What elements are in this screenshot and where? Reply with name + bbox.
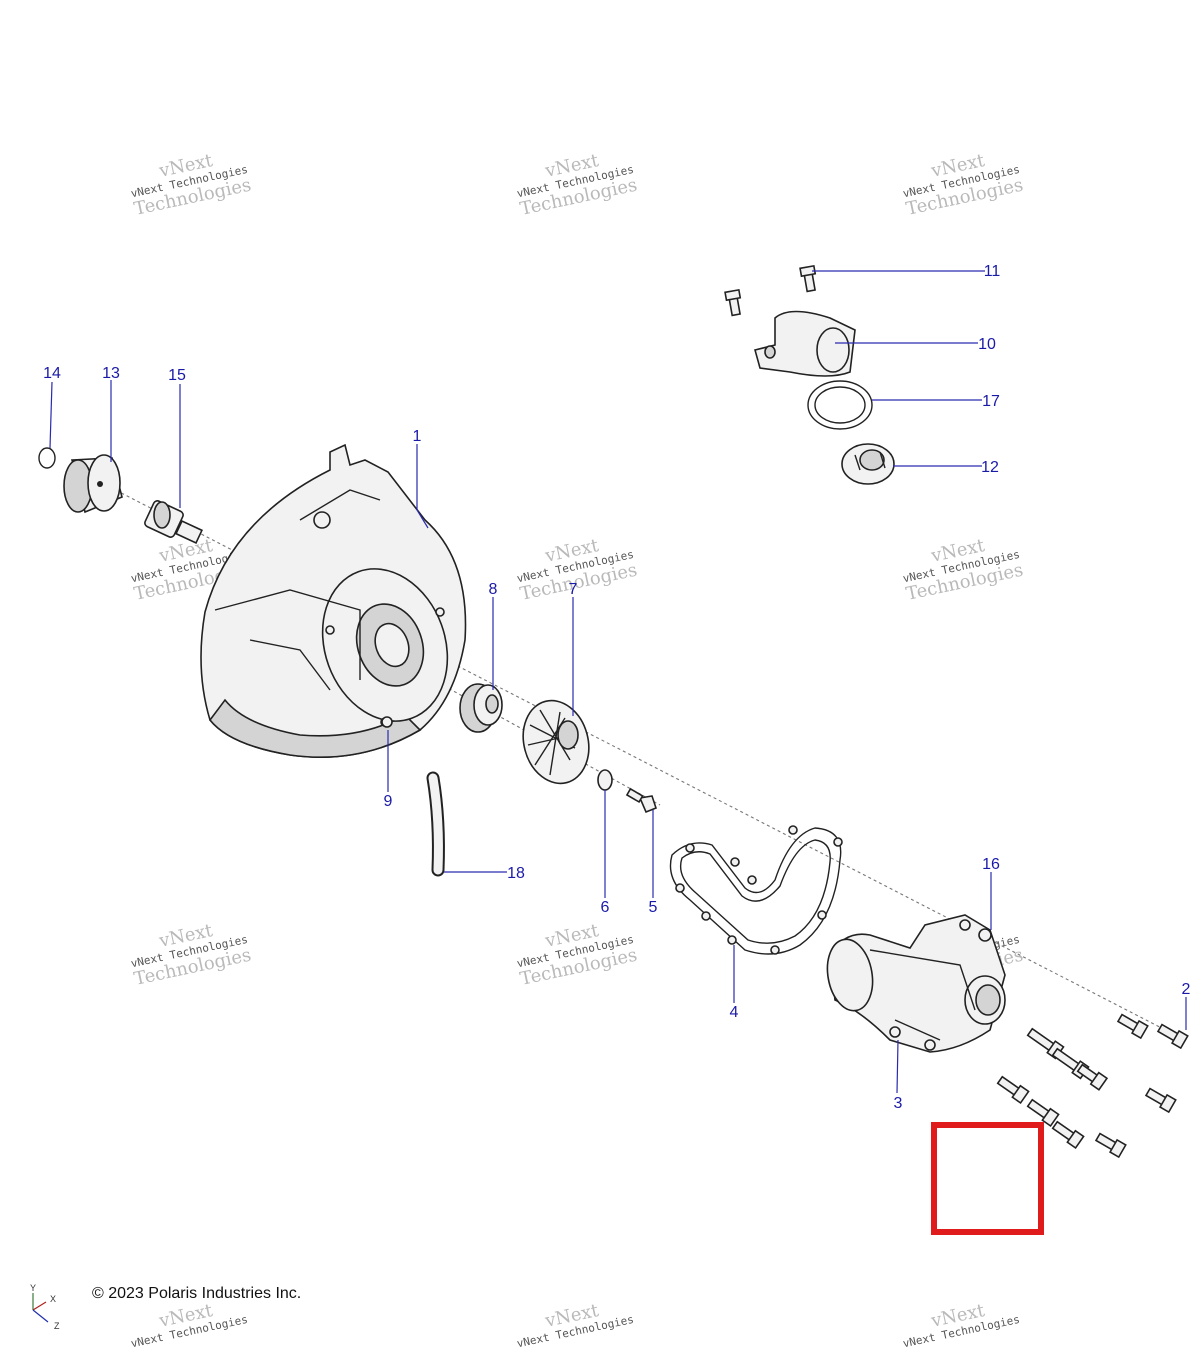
callout-4: 4 [730,1004,739,1021]
callout-10: 10 [978,336,996,353]
watermark: vNext vNext Technologies Technologies [516,920,639,990]
callout-17: 17 [982,393,1000,410]
part-3-pump-cover[interactable] [822,914,1006,1053]
watermark: vNext vNext Technologies Technologies [902,150,1025,220]
part-17-seal-ring[interactable] [807,380,873,430]
part-14-o-ring[interactable] [38,447,56,469]
part-11-bolts[interactable] [724,264,818,317]
part-4-gasket[interactable] [669,825,843,955]
callout-3: 3 [894,1095,903,1112]
copyright-text: © 2023 Polaris Industries Inc. [92,1285,302,1302]
part-6-washer[interactable] [597,769,613,791]
svg-text:Y: Y [30,1283,36,1293]
part-7-impeller[interactable] [514,693,598,791]
callout-7: 7 [569,581,578,598]
callout-6: 6 [601,899,610,916]
part-1-housing[interactable] [200,443,468,758]
callout-1: 1 [413,428,422,445]
highlight-box [931,1122,1044,1235]
watermark: vNext vNext Technologies [902,1300,1021,1350]
assembly-axis-line [99,481,1186,1041]
watermark: vNext vNext Technologies Technologies [516,150,639,220]
part-16-pump-housing-detail[interactable] [978,928,992,942]
callout-9: 9 [384,793,393,810]
part-13-drum[interactable] [63,454,123,514]
callout-14: 14 [43,365,61,382]
callout-labels: 14 13 15 1 8 7 9 6 5 4 3 16 2 11 10 17 1… [43,263,1190,1112]
svg-text:Z: Z [54,1321,60,1331]
callout-15: 15 [168,367,186,384]
callout-13: 13 [102,365,120,382]
callout-11: 11 [984,263,1001,280]
leader-lines [49,270,1187,1094]
watermark: vNext vNext Technologies [516,1300,635,1350]
callout-8: 8 [489,581,498,598]
watermark: vNext vNext Technologies Technologies [130,150,253,220]
part-8-seal[interactable] [459,683,503,733]
callout-2: 2 [1182,981,1191,998]
callout-16: 16 [982,856,1000,873]
part-15-bushing[interactable] [144,500,203,545]
watermark: vNext vNext Technologies Technologies [130,920,253,990]
part-9-pin[interactable] [381,716,393,728]
coordinate-triad-icon: Y X Z [30,1283,60,1331]
watermark: vNext vNext Technologies Technologies [902,535,1025,605]
part-12-thermostat[interactable] [841,443,895,485]
part-2-bolts[interactable] [996,1012,1189,1159]
part-5-bolt[interactable] [625,787,657,814]
svg-text:X: X [50,1294,56,1304]
callout-5: 5 [649,899,658,916]
callout-18: 18 [507,865,525,882]
part-10-thermostat-housing[interactable] [754,310,856,377]
callout-12: 12 [981,459,999,476]
part-18-hose-inner [428,773,443,875]
